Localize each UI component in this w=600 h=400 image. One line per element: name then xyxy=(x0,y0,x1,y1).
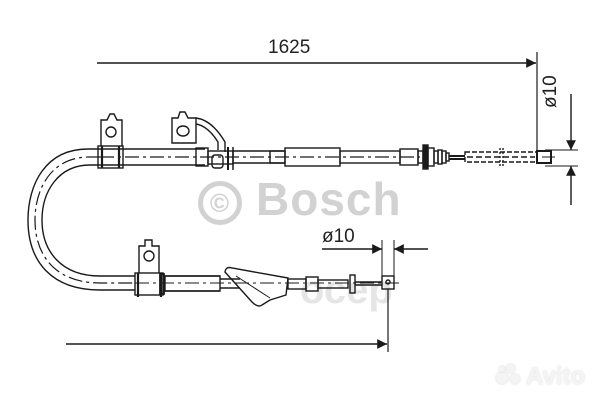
lower-diameter-label: ø10 xyxy=(322,226,355,247)
lower-length-line xyxy=(66,289,389,352)
right-diameter-dimension xyxy=(545,94,578,205)
u-bend xyxy=(27,148,135,291)
overall-length-dimension xyxy=(97,52,538,160)
lower-cable xyxy=(134,239,400,307)
lower-diameter-dimension xyxy=(322,240,428,276)
avito-logo-icon xyxy=(496,364,524,386)
right-diameter-label: ø10 xyxy=(540,75,561,108)
avito-watermark: Avito xyxy=(496,364,585,389)
bosch-watermark: © Bosch xyxy=(198,176,402,225)
copyright-icon: © xyxy=(198,181,242,225)
avito-watermark-text: Avito xyxy=(526,363,586,390)
overall-length-label: 1625 xyxy=(268,37,311,58)
bosch-watermark-text: Bosch xyxy=(256,173,402,225)
upper-cable xyxy=(97,111,555,170)
